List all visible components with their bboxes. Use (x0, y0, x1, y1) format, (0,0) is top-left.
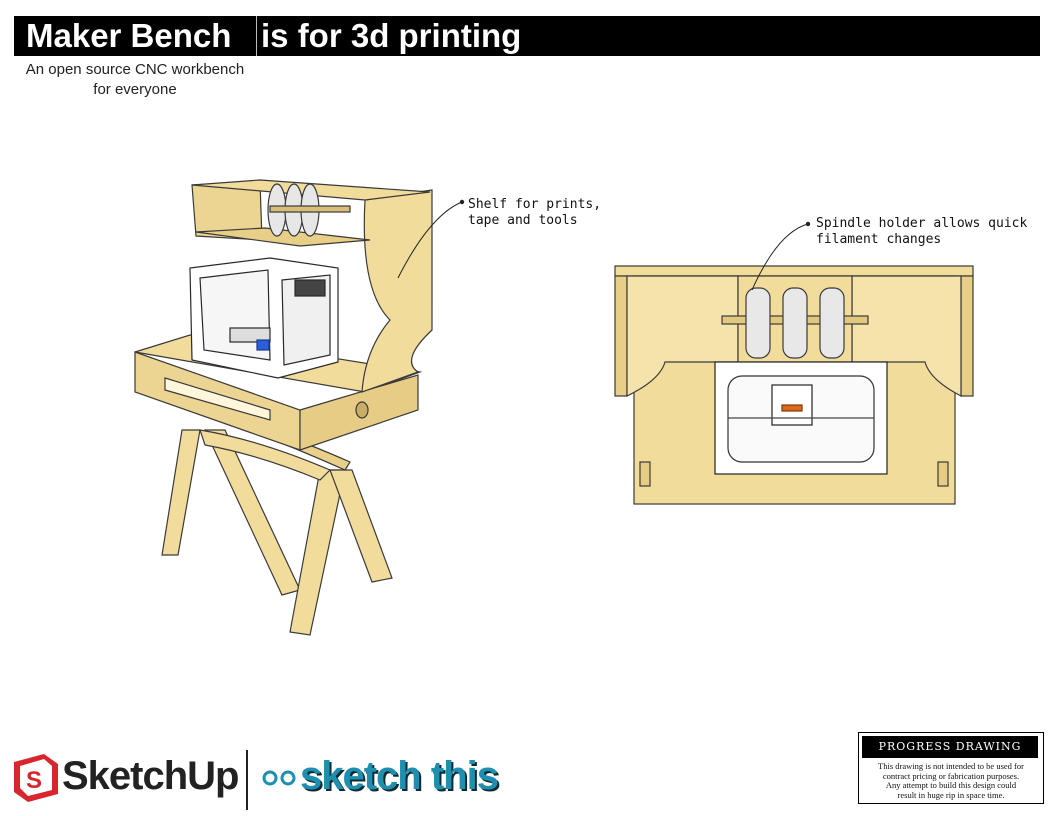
spindle-spool-2 (782, 287, 808, 359)
page-title-suffix: is for 3d printing (261, 17, 522, 54)
spool-rod (269, 205, 351, 213)
shelf-callout-leader (397, 201, 463, 279)
top-view-tab-left (639, 461, 651, 487)
shelf-callout: Shelf for prints, tape and tools (468, 197, 601, 229)
brand-separator (246, 750, 248, 810)
top-view-back-board (614, 265, 974, 277)
brand-sketchup: SketchUp (62, 754, 239, 798)
spindle-callout-line-1: Spindle holder allows quick (816, 216, 1028, 231)
bench-leg-front-left (161, 429, 201, 556)
bench-leg-back-right (329, 469, 393, 583)
subtitle: An open source CNC workbench for everyon… (10, 60, 260, 100)
bench-top-view-drawing (614, 221, 974, 505)
spindle-callout-dot (805, 221, 811, 227)
stamp-line-2: contract pricing or fabrication purposes… (882, 770, 1020, 781)
title-divider (256, 16, 257, 56)
top-view-hotend (781, 404, 803, 412)
stamp-line-4: result in huge rip in space time. (897, 789, 1005, 800)
top-view-right-side (960, 275, 974, 397)
subtitle-line-2: for everyone (93, 81, 177, 98)
spindle-callout-line-2: filament changes (816, 232, 942, 247)
page-title: Maker Bench (26, 17, 232, 54)
stamp-line-1: This drawing is not intended to be used … (878, 761, 1024, 771)
progress-drawing-stamp: PROGRESS DRAWING This drawing is not int… (858, 732, 1044, 804)
shelf-upright-right (361, 189, 433, 393)
shelf-callout-line-1: Shelf for prints, (468, 197, 602, 212)
stamp-disclaimer: This drawing is not intended to be used … (863, 761, 1039, 800)
spindle-spool-3 (819, 287, 845, 359)
svg-text:S: S (26, 767, 42, 794)
shelf-callout-line-2: tape and tools (468, 213, 578, 228)
stamp-title: PROGRESS DRAWING (862, 736, 1038, 758)
shelf-middle-board (195, 227, 371, 247)
title-bar: Maker Bench is for 3d printing (14, 16, 1040, 56)
bench-cable-hole (355, 401, 369, 419)
bench-leg-arch (199, 429, 332, 481)
subtitle-line-1: An open source CNC workbench (25, 61, 245, 78)
bench-perspective-drawing (134, 179, 465, 636)
shelf-callout-dot (459, 199, 465, 205)
printer-3d (189, 257, 339, 379)
gear-icon (262, 770, 296, 786)
sketchup-logo-icon: S (14, 754, 58, 802)
top-view-tab-right (937, 461, 949, 487)
spindle-callout-leader (751, 223, 809, 291)
top-view-left-side (614, 275, 628, 397)
bench-drawer-slot (164, 377, 271, 421)
brand-sketchthis: sketch this (300, 754, 499, 798)
bench-leg-front-right (289, 469, 346, 636)
spindle-callout: Spindle holder allows quick filament cha… (816, 216, 1027, 248)
spindle-spool-1 (745, 287, 771, 359)
stamp-line-3: Any attempt to build this design could (885, 780, 1017, 790)
